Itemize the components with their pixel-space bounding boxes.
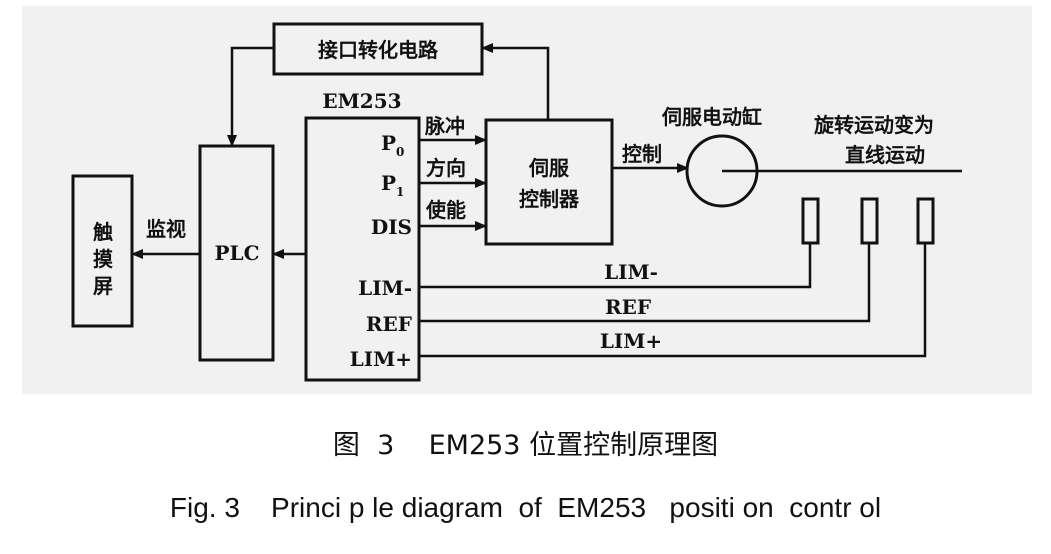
em253-port-ref: REF	[366, 312, 412, 336]
control-label: 控制	[622, 142, 662, 166]
lim-plus-line	[419, 243, 927, 358]
figure-caption-en: Fig. 3 Princi p le diagram of EM253 posi…	[169, 492, 882, 523]
em253-box	[304, 116, 421, 382]
plc-label: PLC	[214, 241, 259, 265]
touch-screen-label-2: 摸	[93, 247, 113, 271]
em253-port-lim-plus: LIM+	[350, 347, 412, 371]
em253-diagram: 接口转化电路 EM253 P0 P1 DIS LIM- REF LIM+ 伺服 …	[71, 22, 962, 382]
monitor-label: 监视	[146, 217, 186, 241]
feedback-line-to-interface	[481, 43, 550, 120]
rotation-note-line-2: 直线运动	[845, 143, 925, 167]
rotation-note-line-1: 旋转运动变为	[813, 113, 934, 137]
servo-controller-box	[484, 118, 614, 246]
em253-port-dis: DIS	[371, 215, 412, 239]
lim-plus-sensor	[916, 197, 935, 245]
interface-to-plc-line	[227, 46, 274, 147]
em253-title: EM253	[322, 89, 401, 113]
lim-minus-line	[419, 243, 812, 289]
pulse-signal-label: 脉冲	[424, 114, 465, 138]
ref-line-label: REF	[605, 295, 651, 319]
em253-port-lim-minus: LIM-	[358, 276, 412, 300]
touch-screen-label-3: 屏	[93, 274, 113, 298]
lim-minus-line-label: LIM-	[604, 260, 658, 284]
interface-circuit-label: 接口转化电路	[318, 38, 439, 62]
em253-port-p0: P0	[381, 131, 404, 159]
servo-controller-label-2: 控制器	[519, 187, 580, 211]
direction-signal-label: 方向	[426, 156, 466, 180]
ref-line	[419, 243, 871, 323]
enable-signal-label: 使能	[425, 198, 466, 222]
em253-port-p1: P1	[381, 171, 404, 199]
servo-controller-label-1: 伺服	[528, 156, 570, 180]
servo-cylinder-label: 伺服电动缸	[661, 105, 762, 129]
lim-plus-line-label: LIM+	[600, 329, 662, 353]
ref-sensor	[860, 197, 879, 245]
touch-screen-label-1: 触	[93, 220, 113, 244]
figure-caption-cn: 图 3 EM253 位置控制原理图	[332, 430, 719, 461]
lim-minus-sensor	[801, 197, 820, 245]
